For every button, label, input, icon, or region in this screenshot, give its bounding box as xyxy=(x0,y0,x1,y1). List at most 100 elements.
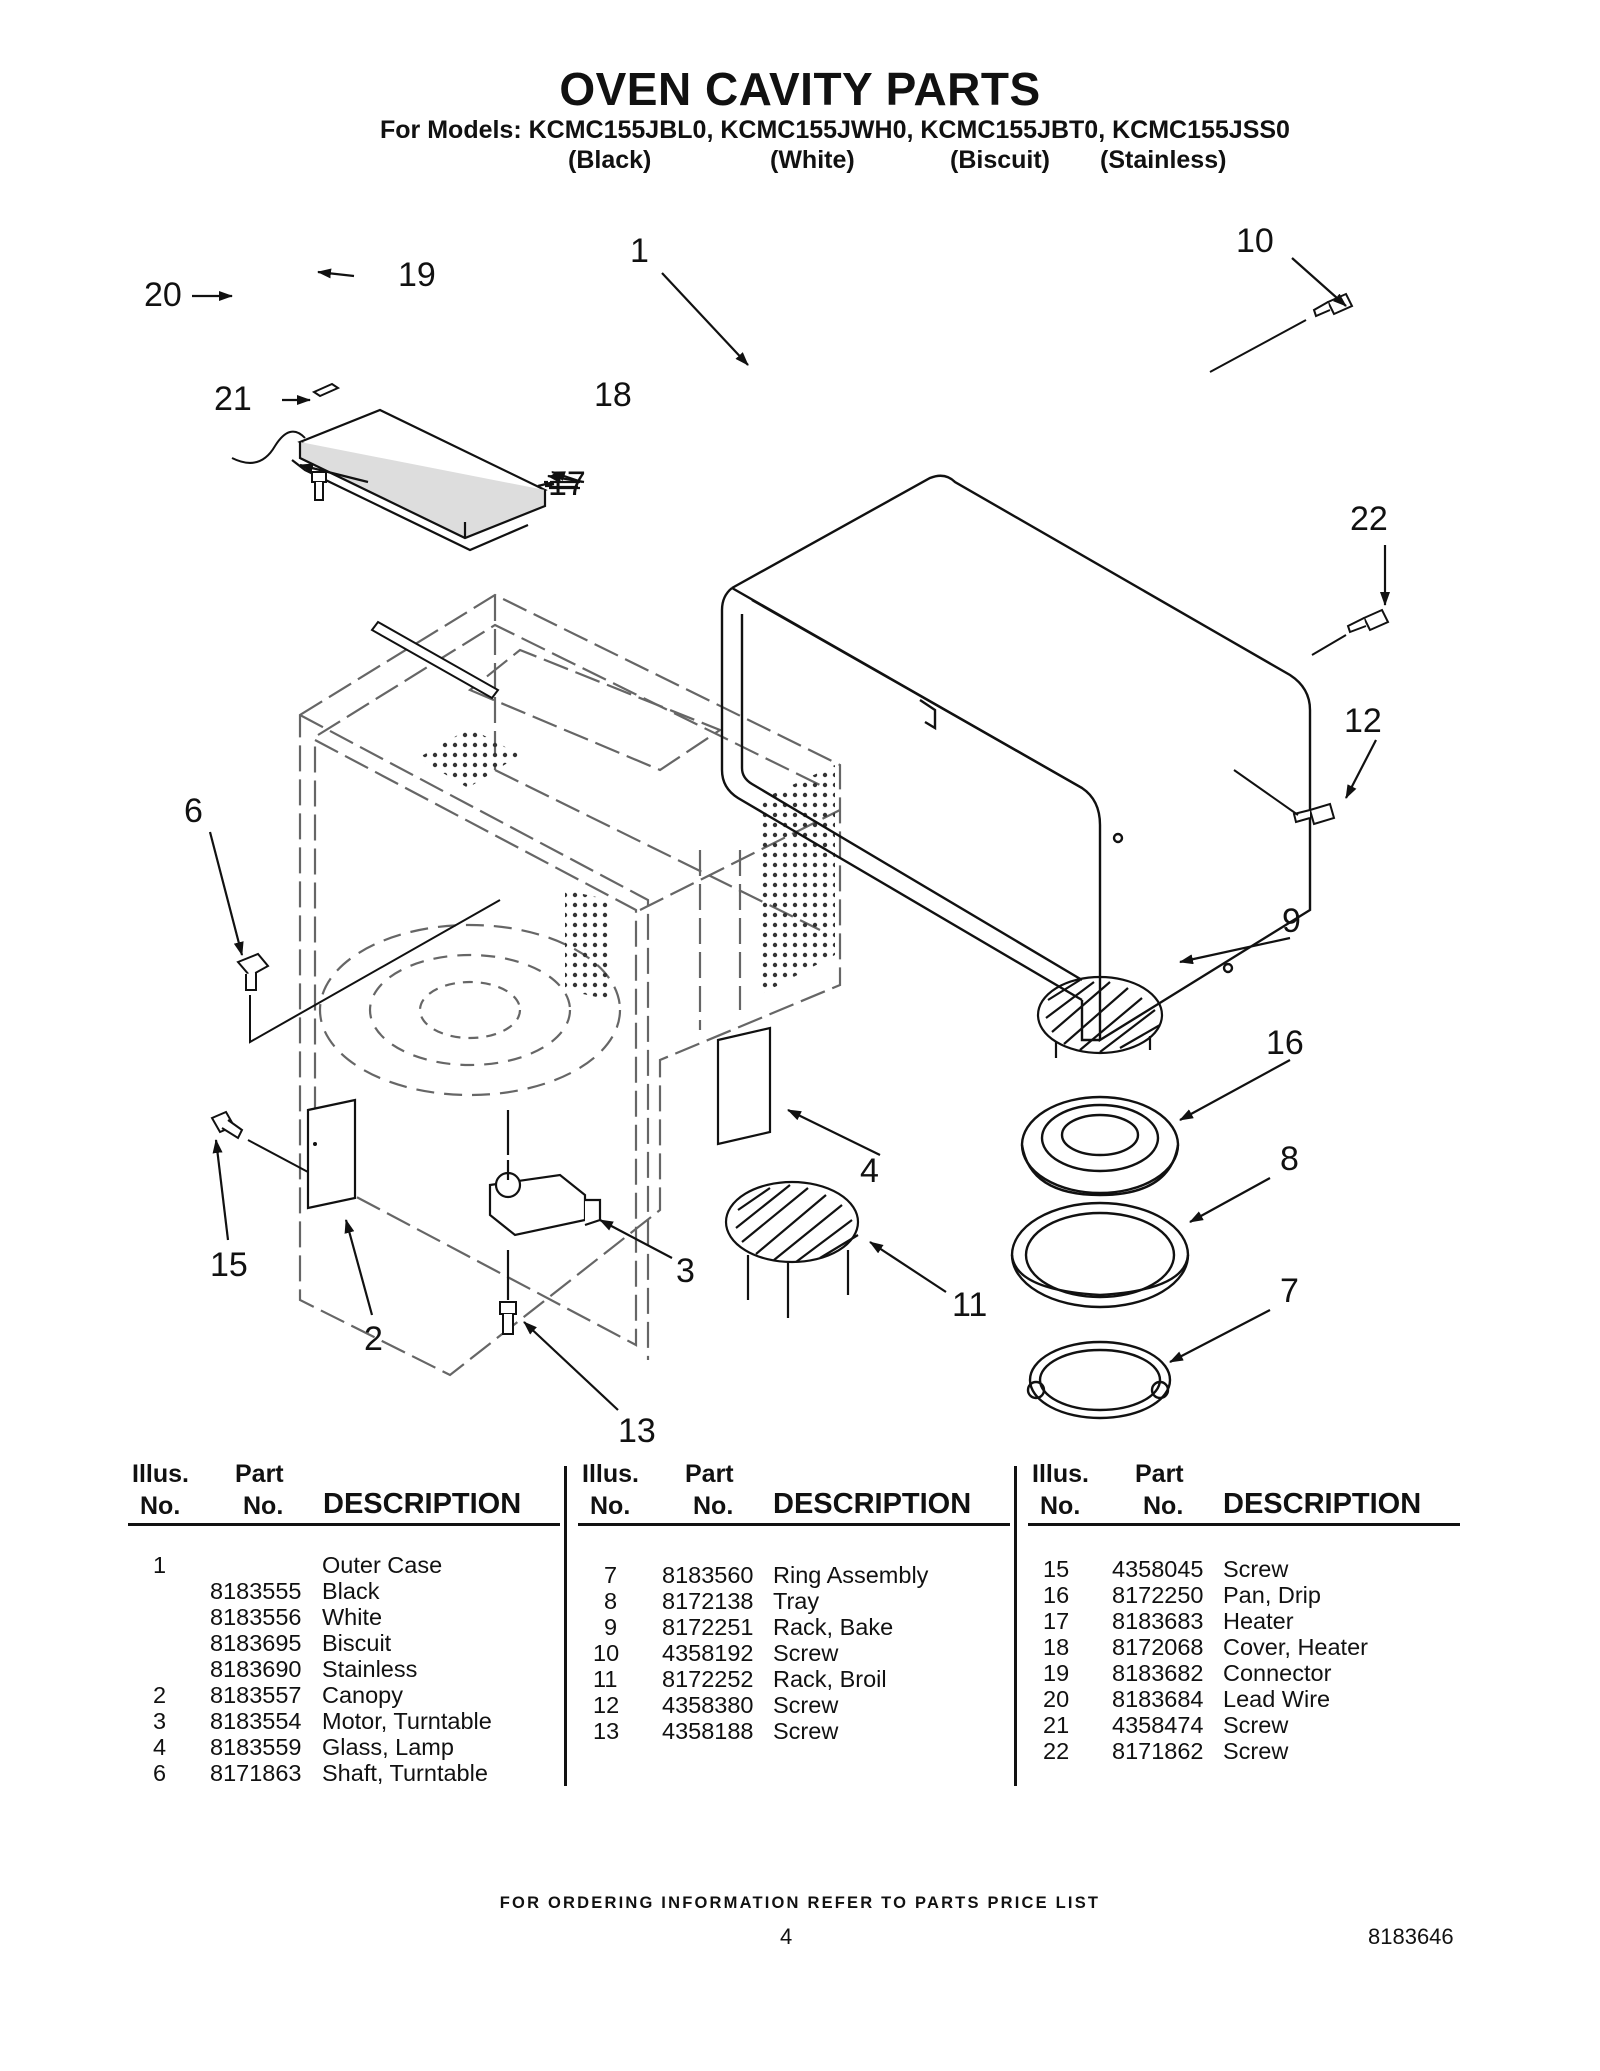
description-header-3: DESCRIPTION xyxy=(1223,1488,1422,1520)
description: Canopy xyxy=(322,1682,403,1708)
color-label-white: (White) xyxy=(770,146,855,174)
description: Connector xyxy=(1223,1660,1332,1686)
screw-12-leader xyxy=(1233,769,1299,816)
part-no: 8172138 xyxy=(662,1588,754,1614)
callout-7: 7 xyxy=(1280,1272,1299,1310)
part-no: 8183560 xyxy=(662,1562,754,1588)
callout-13: 13 xyxy=(618,1412,656,1450)
illus-no: 21 xyxy=(1043,1712,1070,1738)
part-no: 8172251 xyxy=(662,1614,754,1640)
part-no: 8183695 xyxy=(210,1630,302,1656)
callout-12: 12 xyxy=(1344,702,1382,740)
callout-8: 8 xyxy=(1280,1140,1299,1178)
part-no: 8183559 xyxy=(210,1734,302,1760)
illus-no: 7 xyxy=(604,1562,618,1588)
shaft-leader xyxy=(249,899,501,1044)
roller-ring xyxy=(1026,1340,1172,1420)
heater-cover xyxy=(291,408,548,552)
part-no: 8172250 xyxy=(1112,1582,1204,1608)
description: Screw xyxy=(773,1718,839,1744)
part-no: 8183554 xyxy=(210,1708,302,1734)
illus-no: 12 xyxy=(593,1692,620,1718)
document-number: 8183646 xyxy=(1368,1924,1454,1949)
illus-no: 11 xyxy=(593,1666,618,1692)
description: Cover, Heater xyxy=(1223,1634,1368,1660)
callout-11: 11 xyxy=(952,1286,987,1324)
description: Outer Case xyxy=(322,1552,443,1578)
part-no: 8183555 xyxy=(210,1578,302,1604)
callout-18: 18 xyxy=(594,376,632,414)
cavity-vent-grille-top xyxy=(418,728,520,788)
screw-22-leader xyxy=(1311,634,1347,656)
description: Stainless xyxy=(322,1656,418,1682)
description-header-2: DESCRIPTION xyxy=(773,1488,972,1520)
lamp-glass xyxy=(716,1026,772,1146)
part-no: 4358474 xyxy=(1112,1712,1204,1738)
illus-header-top-1: Illus. xyxy=(132,1460,189,1488)
turntable-motor xyxy=(488,1110,602,1300)
color-label-black: (Black) xyxy=(568,146,652,174)
glass-tray xyxy=(1010,1201,1190,1309)
column-divider-1 xyxy=(564,1466,567,1786)
callout-10: 10 xyxy=(1236,222,1274,260)
illus-no: 15 xyxy=(1043,1556,1070,1582)
ordering-note: FOR ORDERING INFORMATION REFER TO PARTS … xyxy=(499,1894,1101,1912)
description: Pan, Drip xyxy=(1223,1582,1321,1608)
callout-3: 3 xyxy=(676,1252,695,1290)
description: Glass, Lamp xyxy=(322,1734,454,1760)
cavity-vent-grille-front xyxy=(565,890,610,1000)
part-no: 8183690 xyxy=(210,1656,302,1682)
callout-2: 2 xyxy=(364,1320,383,1358)
illus-no: 16 xyxy=(1043,1582,1070,1608)
illus-no: 22 xyxy=(1043,1738,1070,1764)
illus-header-top-2: Illus. xyxy=(582,1460,639,1488)
screw-10-leader xyxy=(1209,319,1307,373)
description: Screw xyxy=(773,1692,839,1718)
drip-pan xyxy=(1020,1095,1180,1197)
description: Motor, Turntable xyxy=(322,1708,492,1734)
broil-rack xyxy=(724,1180,860,1318)
column-divider-2 xyxy=(1014,1466,1017,1786)
part-header-bottom-1: No. xyxy=(243,1492,284,1520)
description: Screw xyxy=(1223,1712,1289,1738)
part-header-top-1: Part xyxy=(235,1460,284,1488)
models-line: For Models: KCMC155JBL0, KCMC155JWH0, KC… xyxy=(380,116,1290,144)
color-label-stainless: (Stainless) xyxy=(1100,146,1227,174)
part-no: 4358045 xyxy=(1112,1556,1204,1582)
description: Biscuit xyxy=(322,1630,392,1656)
illus-header-top-3: Illus. xyxy=(1032,1460,1089,1488)
illus-no: 6 xyxy=(153,1760,167,1786)
callout-17: 17 xyxy=(548,465,586,503)
callout-1: 1 xyxy=(630,232,649,270)
callout-20: 20 xyxy=(144,276,182,314)
color-label-biscuit: (Biscuit) xyxy=(950,146,1050,174)
outer-case xyxy=(720,474,1312,1043)
illus-no: 2 xyxy=(153,1682,167,1708)
part-no: 8172252 xyxy=(662,1666,754,1692)
part-no: 8183556 xyxy=(210,1604,302,1630)
description: Screw xyxy=(773,1640,839,1666)
callout-6: 6 xyxy=(184,792,203,830)
description-header-1: DESCRIPTION xyxy=(323,1488,522,1520)
page-number: 4 xyxy=(780,1924,793,1949)
illus-header-bottom-2: No. xyxy=(590,1492,631,1520)
callout-9: 9 xyxy=(1282,902,1301,940)
description: Screw xyxy=(1223,1556,1289,1582)
callout-4: 4 xyxy=(860,1152,879,1190)
header-rule-2 xyxy=(578,1523,1010,1526)
illus-no: 19 xyxy=(1043,1660,1070,1686)
description: Screw xyxy=(1223,1738,1289,1764)
exploded-parts-diagram: 1 2 3 4 6 7 8 9 10 11 12 13 15 16 17 18 … xyxy=(144,222,1390,1450)
illus-no: 17 xyxy=(1043,1608,1070,1634)
illus-no: 20 xyxy=(1043,1686,1070,1712)
lead-wire xyxy=(231,430,306,464)
callout-leaders xyxy=(192,257,1390,1411)
part-no: 8172068 xyxy=(1112,1634,1204,1660)
description: Black xyxy=(322,1578,380,1604)
canopy xyxy=(306,1098,357,1210)
cavity-vent-grille-side xyxy=(760,765,835,995)
part-header-bottom-2: No. xyxy=(693,1492,734,1520)
illus-no: 1 xyxy=(153,1552,167,1578)
part-no: 8183557 xyxy=(210,1682,302,1708)
callout-19: 19 xyxy=(398,256,436,294)
